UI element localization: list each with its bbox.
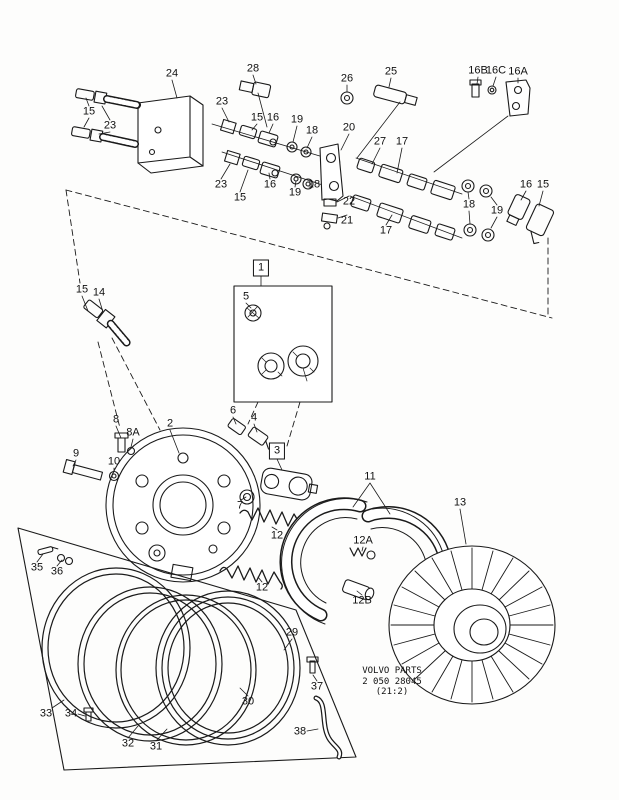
pipe-fitting-25 <box>373 84 418 106</box>
construction-lines <box>65 189 553 447</box>
repair-kit-box <box>233 285 333 403</box>
bolt-16b <box>469 79 482 98</box>
bleeder-4 <box>247 426 270 450</box>
washer-16c <box>487 85 497 95</box>
seal-rings <box>41 567 301 746</box>
fitting-row-lower <box>223 149 314 190</box>
leader-lines <box>36 74 544 742</box>
fitting-6 <box>227 418 246 436</box>
fitting-row-upper <box>219 118 312 158</box>
bolt-37 <box>306 656 319 674</box>
return-spring-lower <box>219 565 283 590</box>
stamp-line-3: (21:2) <box>375 687 409 698</box>
bolt-9-washer-10 <box>62 458 120 482</box>
volvo-parts-stamp: VOLVO PARTS 2 050 28045 (21:2) <box>359 666 425 698</box>
connector-16-right <box>506 194 531 226</box>
bracket-plate-16a <box>505 79 531 117</box>
pipe-axis-lines <box>211 92 509 239</box>
bolt-34 <box>83 707 94 722</box>
hold-down-spring-12a <box>349 547 376 560</box>
gasket-kit-panel <box>17 527 357 771</box>
brake-hose-upper <box>75 88 141 109</box>
bolt-8-washer-8a <box>114 432 136 456</box>
connector-28 <box>238 80 272 99</box>
stamp-line-1: VOLVO PARTS <box>362 666 422 676</box>
stamp-line-2: 2 050 28045 <box>362 676 422 687</box>
wheel-cylinder <box>239 467 319 505</box>
brake-drum <box>388 545 556 705</box>
junction-block <box>137 95 204 174</box>
brake-hose-left <box>83 299 131 347</box>
fitting-row-a <box>356 157 456 201</box>
grommet-26 <box>340 91 354 105</box>
brake-hose-lower <box>71 126 139 148</box>
fitting-row-b <box>350 194 456 241</box>
backing-plate <box>105 427 261 583</box>
clip-22-screw-21 <box>320 198 339 230</box>
hold-down-pin-12b <box>342 579 375 601</box>
washers-right <box>461 179 495 242</box>
hose-38 <box>313 695 343 760</box>
screw-35 <box>37 546 59 556</box>
bracket-20 <box>319 143 344 202</box>
connector-15-right <box>525 203 555 245</box>
